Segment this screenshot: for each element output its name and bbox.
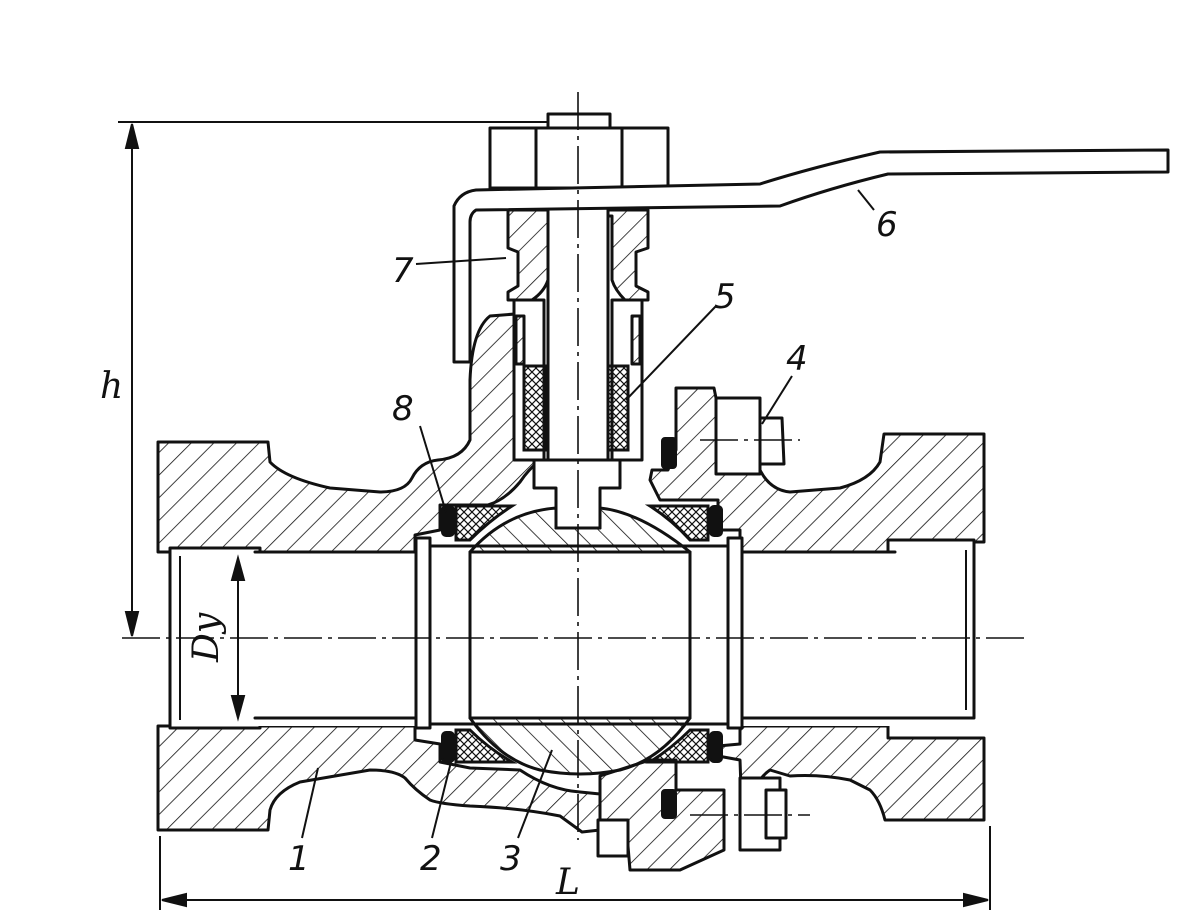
- callout-7: 7: [392, 251, 414, 291]
- callout-2: 2: [420, 839, 442, 879]
- seat-upper-right: [644, 504, 710, 542]
- callout-4: 4: [786, 339, 808, 379]
- dim-l: L: [555, 862, 580, 903]
- bottom-gasket: [661, 789, 677, 819]
- stem-tang: [532, 458, 622, 530]
- o-ring-ll: [441, 731, 455, 763]
- callout-3: 3: [500, 839, 522, 879]
- ball-bore: [468, 550, 692, 720]
- stem-top: [546, 112, 612, 130]
- o-ring-ul: [441, 505, 455, 537]
- callout-8: 8: [392, 389, 414, 429]
- o-ring-lr: [709, 731, 723, 763]
- seat-upper-left: [454, 504, 518, 542]
- callout-1: 1: [288, 839, 310, 879]
- sleeve-right: [726, 536, 744, 730]
- handle-nut: [488, 126, 670, 190]
- seat-lower-right: [644, 728, 710, 764]
- packing-sleeve-left: [514, 314, 526, 366]
- body-lower-left: [156, 724, 602, 834]
- sleeve-left: [414, 536, 432, 730]
- trunnion-stub: [596, 818, 630, 858]
- bolt-upper-body: [714, 396, 762, 476]
- bore-right-end: [886, 538, 976, 720]
- bonnet-gasket: [661, 437, 677, 469]
- seat-lower-left: [454, 728, 518, 764]
- body-upper-left: [156, 310, 542, 554]
- packing-sleeve-right: [630, 314, 642, 366]
- seat-rings: [441, 504, 723, 764]
- dim-h: h: [100, 366, 123, 407]
- ball-plug: [414, 506, 744, 776]
- ball-lower-segment: [468, 716, 692, 776]
- dimensions: h Dy L: [100, 121, 991, 910]
- bolt-lower-head: [764, 788, 788, 840]
- callout-6: 6: [876, 205, 898, 245]
- o-ring-ur: [709, 505, 723, 537]
- lever-arm: [452, 148, 1170, 364]
- callouts: 1 2 3 4 5 6 7 8: [288, 189, 898, 879]
- bolt-upper-head: [758, 416, 786, 466]
- callout-5: 5: [714, 277, 736, 317]
- packing-left: [522, 364, 548, 452]
- lever-handle: [452, 148, 1170, 364]
- bolts: [596, 396, 810, 872]
- dim-dy: Dy: [186, 612, 227, 663]
